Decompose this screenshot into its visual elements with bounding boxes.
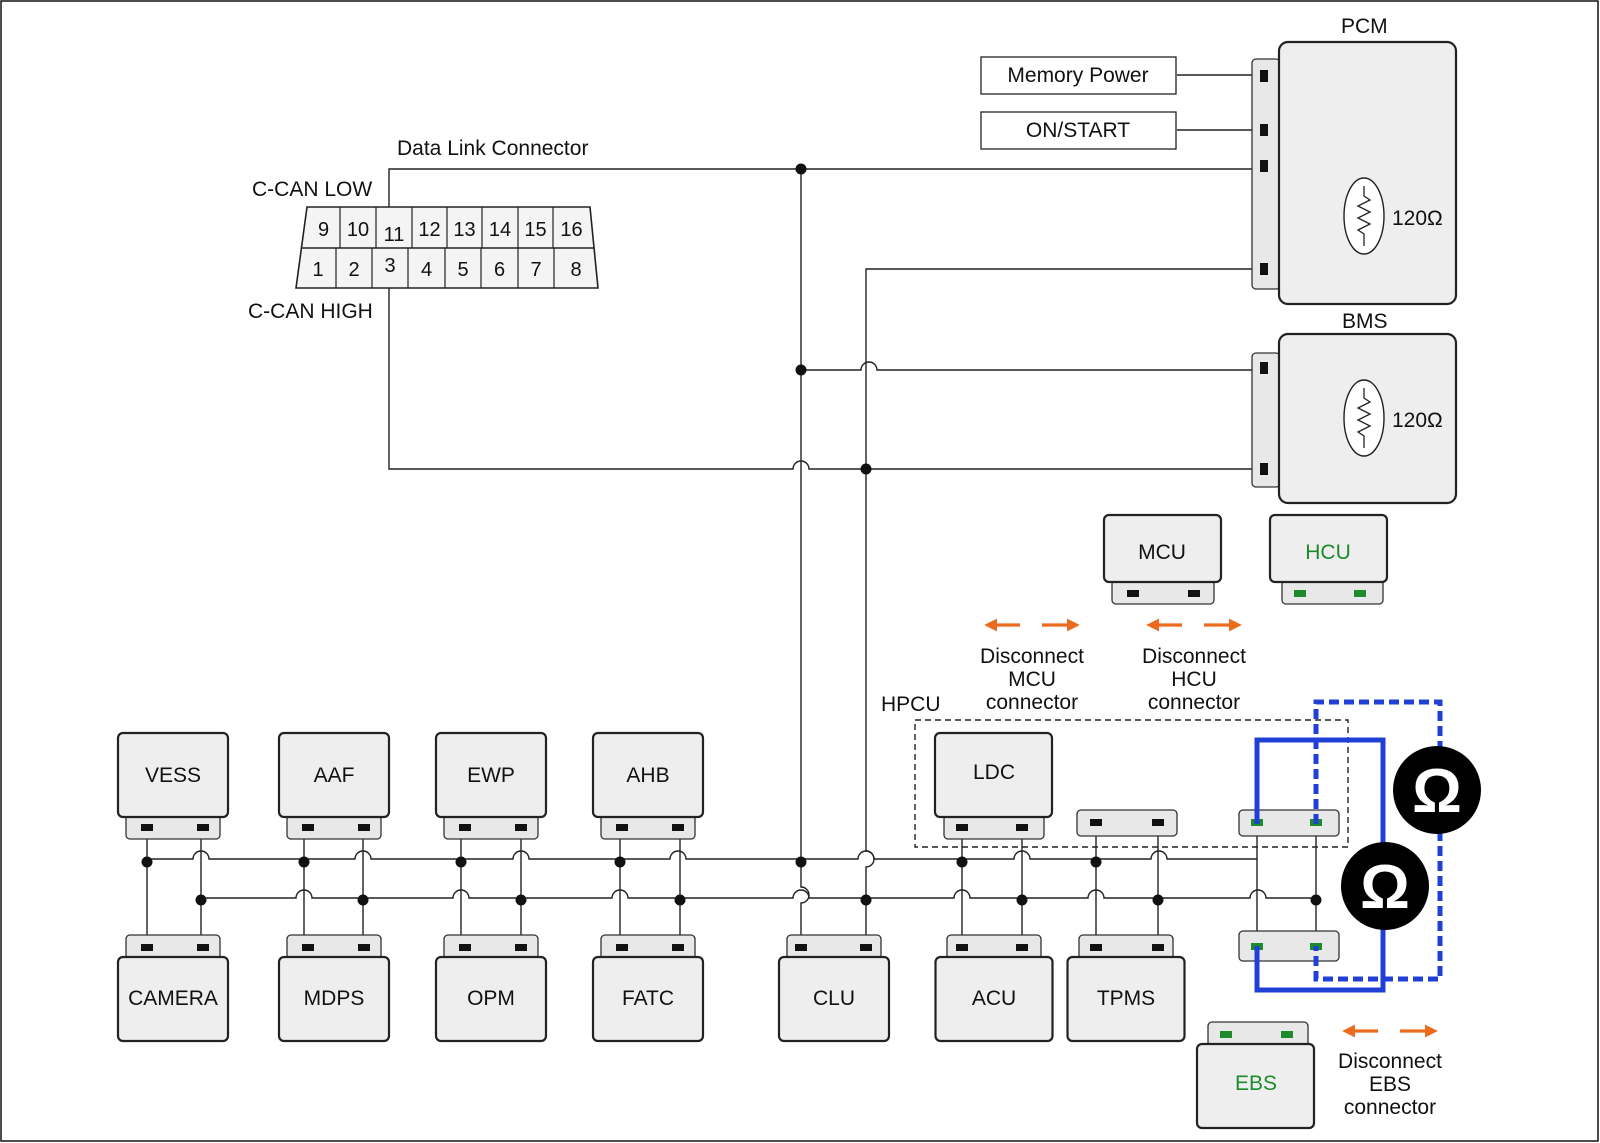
dlc-pin-top: 9: [318, 219, 329, 241]
module-mdps: MDPS: [277, 934, 391, 1043]
disconnect-hcu-line3: connector: [1148, 691, 1240, 714]
disconnect-hcu-line2: HCU: [1171, 668, 1217, 691]
ohmmeter-symbol-bottom: Ω: [1360, 853, 1410, 922]
disconnect-mcu-note: Disconnect MCU connector: [980, 618, 1084, 714]
memory-power-label: Memory Power: [1007, 64, 1148, 87]
module-aaf: AAF: [277, 731, 391, 840]
disconnect-mcu-line3: connector: [986, 691, 1078, 714]
dlc-pin-bottom: 8: [570, 259, 581, 281]
module-label: AHB: [626, 764, 669, 787]
disconnect-ebs-note: Disconnect EBS connector: [1338, 1024, 1442, 1119]
memory-power-box: Memory Power: [980, 56, 1177, 95]
hcu-label: HCU: [1305, 541, 1351, 564]
disconnect-ebs-line3: connector: [1344, 1096, 1436, 1119]
dlc-pin-bottom: 3: [384, 255, 395, 277]
data-link-connector: Data Link Connector C-CAN LOW C-CAN HIGH…: [248, 137, 599, 323]
dlc-title: Data Link Connector: [397, 137, 588, 160]
dlc-pin-bottom: 4: [421, 259, 432, 281]
module-vess: VESS: [116, 731, 230, 840]
omega-ohmmeter-icon: Ω: [1393, 746, 1481, 834]
module-ewp: EWP: [434, 731, 548, 840]
module-label: ACU: [972, 987, 1016, 1010]
dlc-pin-top: 16: [560, 219, 582, 241]
dlc-pin-bottom: 6: [494, 259, 505, 281]
ldc-module: LDC: [933, 731, 1054, 840]
disconnect-hcu-note: Disconnect HCU connector: [1142, 618, 1246, 714]
module-label: FATC: [622, 987, 674, 1010]
hpcu-label: HPCU: [881, 693, 941, 716]
dlc-pin-top: 11: [384, 224, 405, 246]
hcu-module: HCU: [1268, 513, 1389, 605]
pcm-resistor-value: 120Ω: [1392, 207, 1443, 230]
module-label: AAF: [314, 764, 355, 787]
junction-dots: [141, 163, 1322, 906]
c-can-high-label: C-CAN HIGH: [248, 300, 373, 323]
mcu-module: MCU: [1102, 513, 1223, 605]
module-tpms: TPMS: [1066, 934, 1186, 1043]
top-module-row: VESS AAF EWP AHB: [116, 731, 705, 840]
disconnect-ebs-line1: Disconnect: [1338, 1050, 1442, 1073]
disconnect-mcu-line2: MCU: [1008, 668, 1056, 691]
c-can-low-label: C-CAN LOW: [252, 178, 372, 201]
dlc-pin-top: 12: [418, 219, 440, 241]
dlc-pin-top: 14: [489, 219, 511, 241]
dlc-pin-dividers: [335, 207, 555, 288]
module-label: CAMERA: [128, 987, 218, 1010]
ebs-label: EBS: [1235, 1072, 1277, 1095]
module-label: OPM: [467, 987, 515, 1010]
module-label: CLU: [813, 987, 855, 1010]
disconnect-hcu-line1: Disconnect: [1142, 645, 1246, 668]
module-opm: OPM: [434, 934, 548, 1043]
ebs-lower-connector: [1238, 930, 1340, 962]
dlc-pin-top: 15: [524, 219, 546, 241]
on-start-label: ON/START: [1026, 119, 1130, 142]
hpcu-region: HPCU: [881, 693, 1349, 848]
dlc-pin-bottom: 2: [348, 259, 359, 281]
ebs-module: EBS: [1195, 1021, 1316, 1130]
mcu-label: MCU: [1138, 541, 1186, 564]
bms-resistor: [1343, 379, 1385, 457]
dlc-pin-bottom: 5: [457, 259, 468, 281]
ldc-label: LDC: [973, 761, 1015, 784]
module-clu: CLU: [777, 934, 891, 1043]
on-start-box: ON/START: [980, 111, 1177, 150]
omega-ohmmeter-icon: Ω: [1341, 842, 1429, 930]
dlc-pin-bottom: 1: [312, 259, 323, 281]
tpms-upper-connector: [1076, 809, 1178, 837]
dlc-bottom-pins: 1 2 3 4 5 6 7 8: [312, 255, 581, 281]
pcm-module: PCM 120Ω Memory Power ON/START: [980, 15, 1458, 306]
bms-title: BMS: [1342, 310, 1388, 333]
disconnect-mcu-line1: Disconnect: [980, 645, 1084, 668]
bms-module: BMS 120Ω: [1251, 310, 1458, 505]
ebs-upper-connector: [1238, 809, 1340, 837]
dlc-pin-top: 13: [453, 219, 475, 241]
bottom-module-row: CAMERA MDPS OPM FATC CLU ACU TPMS: [116, 934, 1186, 1043]
module-label: EWP: [467, 764, 515, 787]
module-label: TPMS: [1097, 987, 1155, 1010]
pcm-resistor: [1343, 177, 1385, 255]
module-acu: ACU: [934, 934, 1054, 1043]
module-label: VESS: [145, 764, 201, 787]
module-ahb: AHB: [591, 731, 705, 840]
module-fatc: FATC: [591, 934, 705, 1043]
dlc-pin-top: 10: [347, 219, 369, 241]
pcm-title: PCM: [1341, 15, 1388, 38]
module-label: MDPS: [304, 987, 365, 1010]
ohmmeter-symbol-top: Ω: [1412, 757, 1462, 826]
dlc-pin-bottom: 7: [530, 259, 541, 281]
bms-resistor-value: 120Ω: [1392, 409, 1443, 432]
module-camera: CAMERA: [116, 934, 230, 1043]
disconnect-ebs-line2: EBS: [1369, 1073, 1411, 1096]
dlc-top-pins: 9 10 11 12 13 14 15 16: [318, 219, 583, 246]
